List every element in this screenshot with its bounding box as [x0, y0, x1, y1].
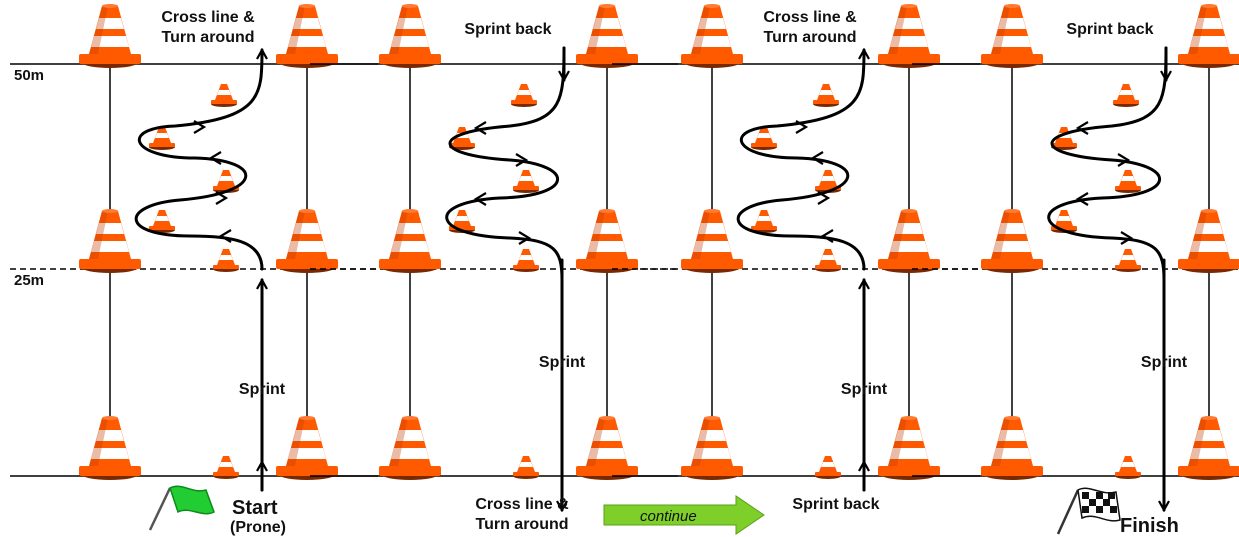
start-flag-icon — [148, 485, 215, 531]
cone-icon — [878, 209, 940, 273]
direction-arrowhead — [193, 120, 207, 134]
direction-arrowhead — [1075, 192, 1089, 206]
top-label: Cross line & Turn around — [763, 9, 857, 46]
small-cone-icon — [1115, 456, 1141, 479]
cone-icon — [576, 416, 638, 480]
top-label: Sprint back — [1066, 21, 1153, 38]
distance-label-50m: 50m — [14, 67, 44, 84]
top-label-line: Cross line & — [763, 9, 857, 26]
top-label-line: Cross line & — [161, 9, 255, 26]
small-cone-icon — [815, 456, 841, 479]
bottom-label-line: Cross line & — [475, 496, 569, 513]
bottom-label: Cross line & Turn around — [475, 496, 569, 533]
finish-label: Finish — [1120, 515, 1179, 537]
cone-icon — [878, 4, 940, 68]
direction-arrowhead — [473, 192, 487, 206]
weave-path — [1047, 46, 1168, 282]
continue-arrow: continue — [603, 495, 765, 535]
cone-icon — [681, 4, 743, 68]
cone-icon — [379, 209, 441, 273]
cone-icon — [981, 416, 1043, 480]
continue-label: continue — [640, 508, 697, 525]
top-label-line: Sprint back — [1066, 21, 1153, 38]
top-label-line: Turn around — [763, 29, 856, 46]
sprint-label: Sprint — [239, 381, 286, 398]
cone-icon — [79, 209, 141, 273]
weave-path — [134, 50, 262, 271]
cone-icon — [276, 4, 338, 68]
small-cone-icon — [213, 249, 239, 272]
weave-path — [736, 50, 864, 271]
cone-icon — [79, 4, 141, 68]
small-cone-icon — [813, 84, 839, 107]
start-label: Start — [232, 497, 278, 519]
direction-arrowhead — [1117, 153, 1131, 167]
cone-icon — [981, 209, 1043, 273]
top-label: Cross line & Turn around — [161, 9, 255, 46]
direction-arrowhead — [820, 229, 834, 243]
direction-arrowhead — [218, 229, 232, 243]
direction-arrowhead — [515, 153, 529, 167]
direction-arrowhead — [518, 231, 532, 245]
top-label-line: Turn around — [161, 29, 254, 46]
direction-arrowhead — [473, 121, 487, 135]
sprint-label: Sprint — [539, 354, 586, 371]
direction-arrowhead — [817, 191, 831, 205]
cone-icon — [681, 416, 743, 480]
cone-icon — [79, 416, 141, 480]
bottom-label-line: Sprint back — [792, 496, 879, 513]
cone-icon — [878, 416, 940, 480]
top-label: Sprint back — [464, 21, 551, 38]
small-cone-icon — [1115, 170, 1141, 193]
small-cone-icon — [815, 170, 841, 193]
small-cone-icon — [513, 170, 539, 193]
cone-icon — [576, 209, 638, 273]
small-cone-icon — [1115, 249, 1141, 272]
cone-icon — [1178, 4, 1239, 68]
small-cone-icon — [1113, 84, 1139, 107]
small-cone-icon — [751, 210, 777, 233]
top-label-line: Sprint back — [464, 21, 551, 38]
cone-icon — [379, 4, 441, 68]
small-cone-icon — [513, 456, 539, 479]
sprint-label: Sprint — [841, 381, 888, 398]
small-cone-icon — [213, 170, 239, 193]
direction-arrowhead — [215, 191, 229, 205]
bottom-label: Sprint back — [792, 496, 879, 513]
start-sublabel: (Prone) — [230, 519, 286, 536]
small-cone-icon — [213, 456, 239, 479]
finish-flag-icon — [1056, 487, 1121, 535]
distance-label-25m: 25m — [14, 272, 44, 289]
cone-icon — [1178, 416, 1239, 480]
sprint-label: Sprint — [1141, 354, 1188, 371]
cone-icon — [1178, 209, 1239, 273]
small-cone-icon — [211, 84, 237, 107]
cone-icon — [276, 209, 338, 273]
small-cone-icon — [511, 84, 537, 107]
cone-icon — [276, 416, 338, 480]
bottom-label-line: Turn around — [475, 516, 568, 533]
direction-arrowhead — [795, 120, 809, 134]
cone-icon — [981, 4, 1043, 68]
direction-arrowhead — [810, 151, 824, 165]
small-cone-icon — [513, 249, 539, 272]
direction-arrowhead — [1120, 231, 1134, 245]
weave-path — [445, 46, 566, 282]
small-cone-icon — [149, 210, 175, 233]
direction-arrowhead — [1075, 121, 1089, 135]
cone-icon — [379, 416, 441, 480]
small-cone-icon — [815, 249, 841, 272]
cone-icon — [576, 4, 638, 68]
direction-arrowhead — [208, 151, 222, 165]
cone-icon — [681, 209, 743, 273]
